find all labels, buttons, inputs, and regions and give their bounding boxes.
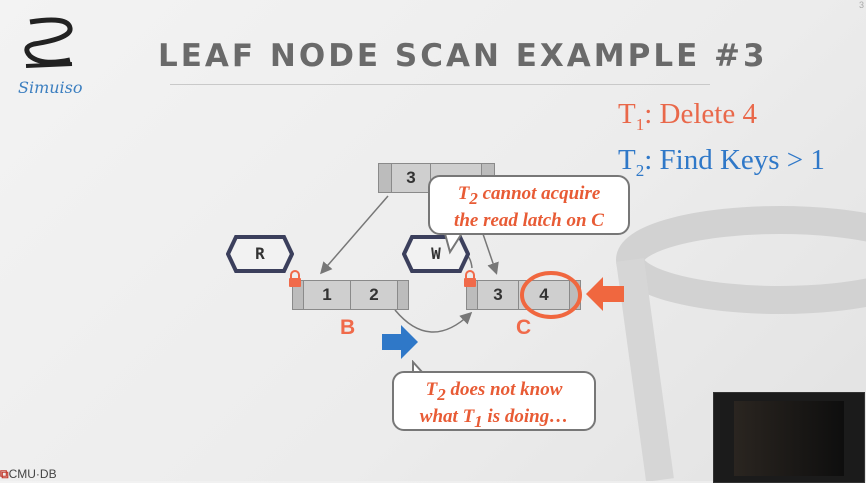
delete-target-circle [518, 266, 584, 322]
webcam-video[interactable] [713, 392, 865, 483]
page-number: 3 [859, 0, 864, 10]
footer-logo-text: CMU·DB [9, 467, 57, 481]
callout-bottom-t: T [426, 379, 438, 400]
leaf-b-key-2: 2 [350, 280, 398, 310]
callout-top-rest: cannot acquire [478, 183, 600, 204]
root-node-edge-left [378, 163, 392, 193]
root-node-key: 3 [391, 163, 431, 193]
callout-top-sub: 2 [469, 189, 478, 208]
leaf-b-key-1: 1 [303, 280, 351, 310]
callout-cannot-acquire: T2 cannot acquire the read latch on C [428, 175, 630, 235]
callout-top-line2: the read latch on C [430, 210, 628, 232]
footer-logo-mark: ⧉ [0, 467, 9, 481]
arrow-right-icon [382, 325, 418, 359]
callout-does-not-know: T2 does not know what T1 is doing… [392, 371, 596, 431]
callout-bottom-line2a: what T [420, 406, 474, 427]
callout-bottom-rest: does not know [446, 379, 563, 400]
leaf-b-edge-right [397, 280, 409, 310]
webcam-frame [734, 401, 844, 476]
footer-logo: ⧉CMU·DB [0, 467, 57, 482]
callout-bottom-line2-sub: 1 [474, 412, 483, 431]
callout-bottom-sub: 2 [437, 385, 446, 404]
arrow-left-icon [586, 277, 626, 311]
callout-bottom-line2-rest: is doing… [483, 406, 569, 427]
leaf-b-label: B [340, 316, 355, 340]
leaf-c-key-3: 3 [477, 280, 519, 310]
callout-top-t: T [458, 183, 470, 204]
read-latch-label: R [226, 244, 294, 263]
